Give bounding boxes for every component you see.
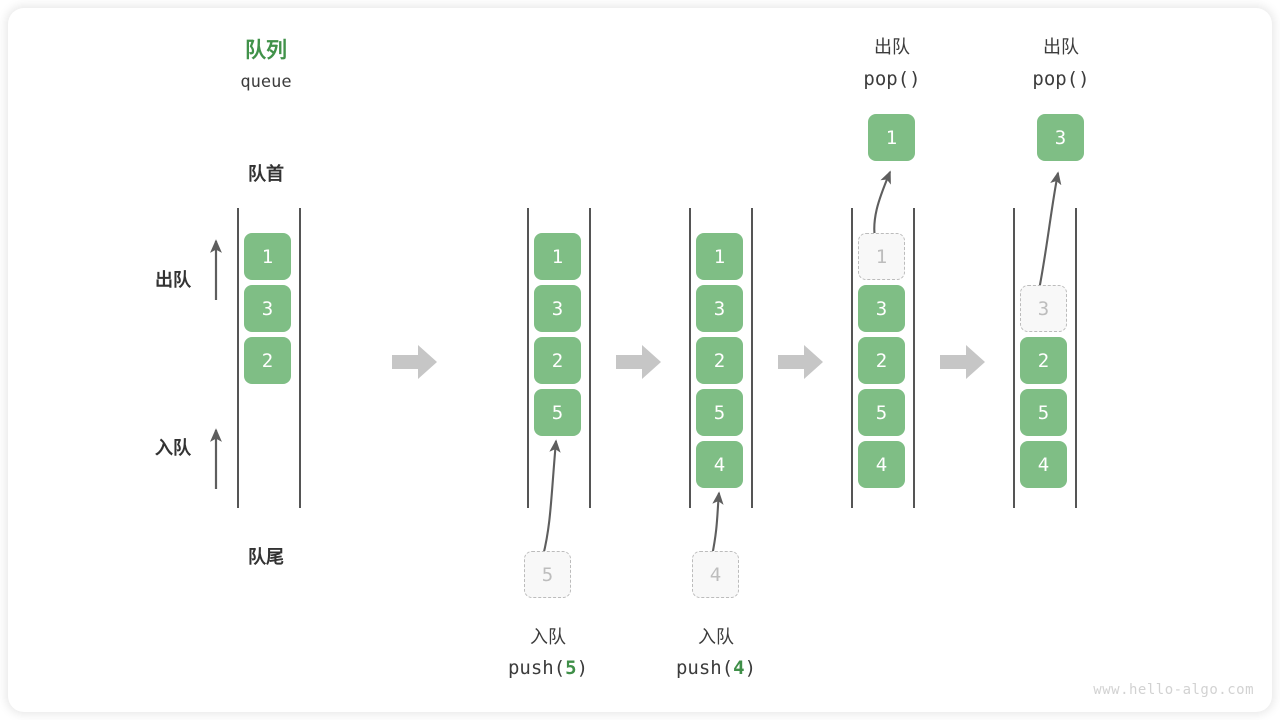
rail-left [1013, 208, 1015, 508]
queue-cell-new: 4 [696, 441, 743, 488]
operation-label: 出队 [1043, 37, 1079, 57]
queue-cell: 3 [696, 285, 743, 332]
queue-cell: 3 [244, 285, 291, 332]
incoming-ghost-cell: 5 [524, 551, 571, 598]
operation-code-prefix: pop( [863, 68, 910, 90]
queue-cell: 5 [858, 389, 905, 436]
page-title: 队列 [245, 39, 287, 62]
operation-code-suffix: ) [576, 657, 589, 679]
operation-code-prefix: push( [507, 657, 566, 679]
operation-label: 出队 [874, 37, 910, 57]
queue-cell: 3 [534, 285, 581, 332]
operation-code: pop() [822, 68, 962, 90]
rail-left [527, 208, 529, 508]
rail-left [689, 208, 691, 508]
queue-cell: 1 [696, 233, 743, 280]
rail-left [237, 208, 239, 508]
queue-cell: 5 [696, 389, 743, 436]
queue-cell-removed: 3 [1020, 285, 1067, 332]
operation-code-suffix: ) [1078, 68, 1090, 90]
watermark: www.hello-algo.com [1093, 682, 1254, 698]
queue-cell: 2 [696, 337, 743, 384]
rail-right [589, 208, 591, 508]
queue-tail-label: 队尾 [248, 547, 284, 567]
enqueue-label: 入队 [155, 438, 191, 458]
rail-right [299, 208, 301, 508]
operation-code-arg: 4 [733, 657, 745, 679]
flow-arrow [392, 344, 438, 385]
queue-cell: 4 [858, 441, 905, 488]
operation-code: pop() [991, 68, 1131, 90]
queue-cell: 1 [534, 233, 581, 280]
queue-cell-new: 5 [534, 389, 581, 436]
operation-code-suffix: ) [909, 68, 921, 90]
queue-cell: 4 [1020, 441, 1067, 488]
operation-code: push(5) [478, 657, 618, 679]
operation-code-arg: 5 [565, 657, 577, 679]
operation-label: 入队 [698, 627, 734, 647]
rail-left [851, 208, 853, 508]
operation-code: push(4) [646, 657, 786, 679]
flow-arrow [616, 344, 662, 385]
queue-head-label: 队首 [248, 164, 284, 184]
operation-label: 入队 [530, 627, 566, 647]
popped-cell: 3 [1037, 114, 1084, 161]
rail-right [1075, 208, 1077, 508]
queue-cell: 2 [244, 337, 291, 384]
queue-cell: 2 [1020, 337, 1067, 384]
operation-code-prefix: pop( [1032, 68, 1079, 90]
queue-cell: 3 [858, 285, 905, 332]
dequeue-label: 出队 [155, 270, 191, 290]
flow-arrow [940, 344, 986, 385]
incoming-ghost-cell: 4 [692, 551, 739, 598]
queue-cell-removed: 1 [858, 233, 905, 280]
queue-cell: 2 [534, 337, 581, 384]
operation-code-prefix: push( [675, 657, 734, 679]
operation-code-suffix: ) [744, 657, 757, 679]
rail-right [913, 208, 915, 508]
queue-cell: 5 [1020, 389, 1067, 436]
flow-arrow [778, 344, 824, 385]
page-title-code: queue [240, 72, 292, 92]
queue-cell: 2 [858, 337, 905, 384]
rail-right [751, 208, 753, 508]
popped-cell: 1 [868, 114, 915, 161]
queue-cell: 1 [244, 233, 291, 280]
